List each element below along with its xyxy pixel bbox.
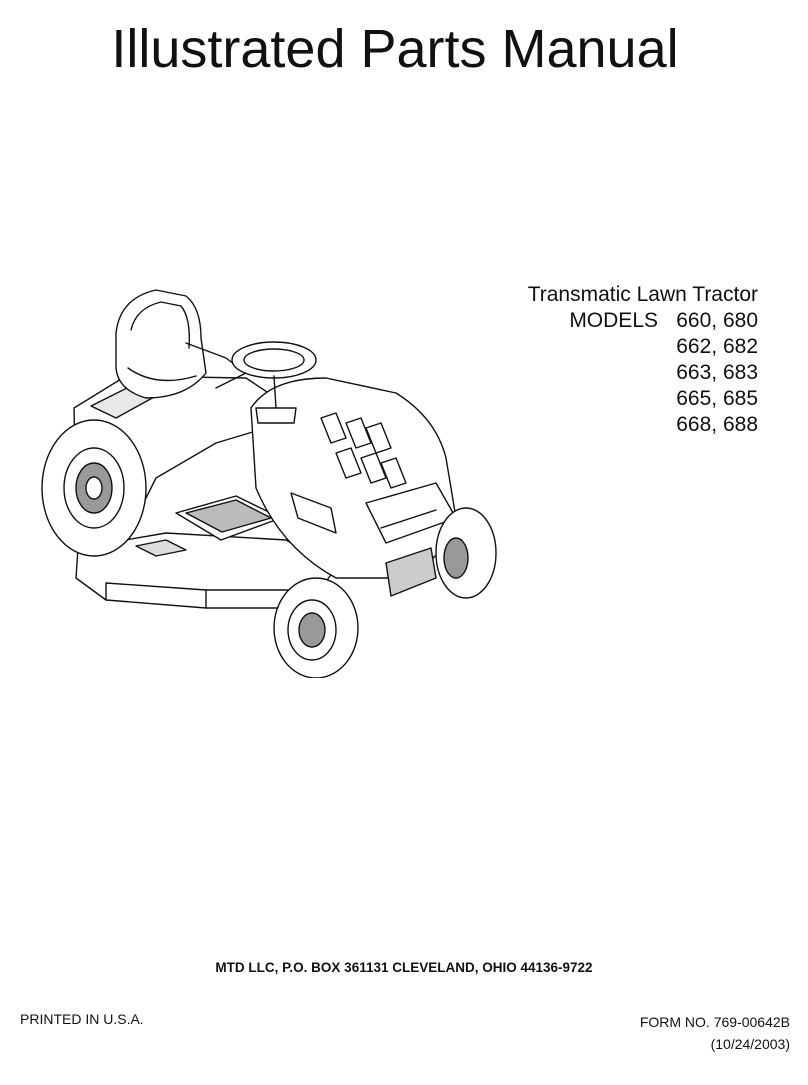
lawn-tractor-illustration bbox=[41, 289, 497, 678]
rear-wheel bbox=[41, 419, 147, 557]
model-pair: 668, 688 bbox=[676, 413, 758, 436]
models-list: 660, 680 662, 682 663, 683 665, 685 668,… bbox=[676, 308, 758, 438]
steering-wheel bbox=[231, 341, 317, 424]
company-address: MTD LLC, P.O. BOX 361131 CLEVELAND, OHIO… bbox=[215, 960, 593, 975]
manual-title: Illustrated Parts Manual bbox=[111, 19, 679, 79]
hood bbox=[250, 377, 457, 597]
models-label: MODELS bbox=[569, 309, 658, 332]
model-pair: 662, 682 bbox=[676, 335, 758, 358]
model-pair: 660, 680 bbox=[676, 309, 758, 332]
model-pair: 665, 685 bbox=[676, 387, 758, 410]
models-block: MODELS 660, 680 662, 682 663, 683 665, 6… bbox=[569, 308, 758, 438]
seat bbox=[115, 289, 247, 399]
form-number: FORM NO. 769-00642B bbox=[639, 1014, 790, 1030]
front-wheel-left bbox=[273, 577, 359, 678]
revision-date: (10/24/2003) bbox=[710, 1036, 790, 1052]
product-name: Transmatic Lawn Tractor bbox=[527, 283, 758, 306]
model-pair: 663, 683 bbox=[676, 361, 758, 384]
front-wheel-right bbox=[435, 507, 497, 599]
printed-in: PRINTED IN U.S.A. bbox=[20, 1011, 144, 1027]
form-info: FORM NO. 769-00642B (10/24/2003) bbox=[640, 1011, 790, 1055]
